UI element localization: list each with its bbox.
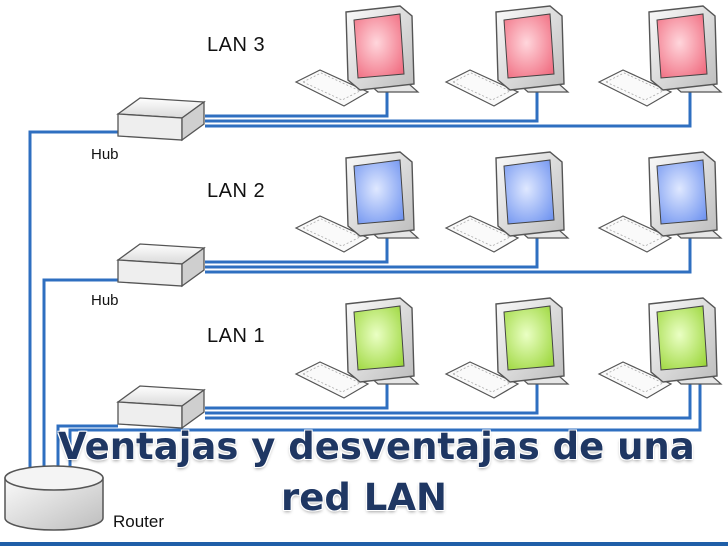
computer-icon (444, 5, 570, 107)
computer-icon (294, 297, 420, 399)
cables (28, 92, 702, 520)
bottom-accent-bar (0, 542, 728, 546)
cable-lan3-pc3 (205, 92, 692, 128)
cable-hub2-router (42, 278, 118, 472)
page-title-line-1: Ventajas y desventajas de una (58, 425, 695, 468)
computer-icon (444, 151, 570, 253)
computer-icon (597, 151, 723, 253)
computer-icon (294, 151, 420, 253)
lan2-label: LAN 2 (207, 180, 266, 202)
computer-icon (294, 5, 420, 107)
cable-lan2-pc2 (205, 238, 539, 269)
cable-lan1-pc1 (205, 382, 389, 410)
computer-icon (597, 5, 723, 107)
router-label: Router (113, 512, 165, 531)
computers (294, 5, 723, 399)
hub-icon (116, 243, 206, 288)
lan3-label: LAN 3 (207, 34, 266, 56)
router-icon (4, 465, 104, 531)
hub2-label: Hub (91, 292, 119, 309)
page-title-line-2: red LAN (281, 476, 447, 519)
cable-hub3-router (28, 130, 118, 472)
cable-lan1-pc2 (205, 382, 539, 415)
cable-hub1-router (56, 424, 118, 472)
computer-icon (597, 297, 723, 399)
computer-icon (444, 297, 570, 399)
cable-lan3-pc1 (205, 92, 389, 118)
cable-lan2-pc1 (205, 238, 389, 264)
lan1-label: LAN 1 (207, 325, 266, 347)
hub-icon (116, 97, 206, 142)
cable-lan3-pc2 (205, 92, 539, 123)
hub-icon (116, 385, 206, 430)
cable-lan2-pc3 (205, 238, 692, 274)
cable-lan1-pc3 (205, 382, 692, 420)
hubs (116, 97, 206, 430)
hub3-label: Hub (91, 146, 119, 163)
